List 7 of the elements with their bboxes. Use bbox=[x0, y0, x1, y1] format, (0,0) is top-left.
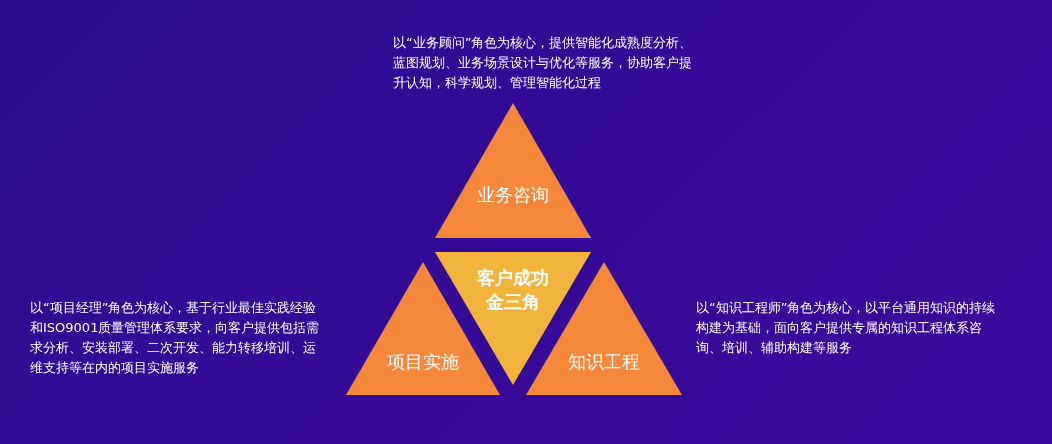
node-label: 项目实施 bbox=[386, 350, 460, 374]
description-text: 以“项目经理”角色为核心，基于行业最佳实践经验和ISO9001质量管理体系要求，向客户提供包括需求分析、安装部署、二次开发、能力转移培训、运维支持等在内的项目实施服务 bbox=[30, 299, 321, 377]
node-label: 业务咨询 bbox=[476, 183, 550, 207]
node-label: 客户成功金三角 bbox=[476, 266, 550, 314]
description-text: 以“业务顾问”角色为核心，提供智能化成熟度分析、蓝图规划、业务场景设计与优化等服务，协助客户提升认知，科学规划、管理智能化过程 bbox=[393, 34, 693, 92]
description-text: 以“知识工程师”角色为核心，以平台通用知识的持续构建为基础，面向客户提供专属的知识工程体系咨询、培训、辅助构建等服务 bbox=[696, 299, 996, 357]
node-label: 知识工程 bbox=[567, 350, 641, 374]
